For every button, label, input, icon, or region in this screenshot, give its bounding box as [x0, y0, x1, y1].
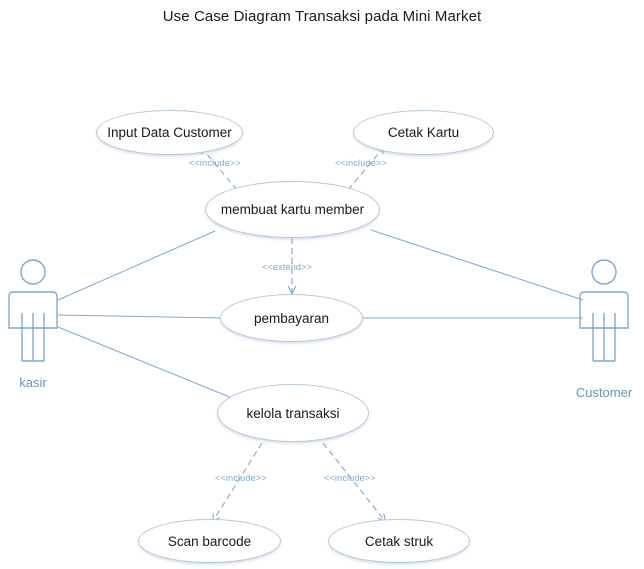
actor-kasir[interactable]: kasir: [3, 370, 63, 390]
use-case-input-data-customer[interactable]: Input Data Customer: [96, 110, 243, 155]
relation-label-extend-center: <<extend>>: [262, 262, 313, 272]
actor-figure-customer: [579, 259, 629, 362]
association-kasir-pembayaran: [57, 314, 221, 319]
include-kelola-transaksi-to-cetak-struk: [322, 442, 385, 521]
use-case-label: Cetak struk: [364, 533, 434, 549]
relation-label-include-left-top: <<include>>: [189, 158, 241, 168]
include-kelola-transaksi-to-scan-barcode: [213, 442, 263, 521]
association-customer-membuat-kartu-member: [370, 229, 584, 301]
use-case-membuat-kartu-member[interactable]: membuat kartu member: [205, 181, 380, 238]
use-case-label: pembayaran: [253, 310, 330, 326]
use-case-label: membuat kartu member: [220, 202, 365, 217]
use-case-cetak-kartu[interactable]: Cetak Kartu: [353, 110, 494, 155]
association-kasir-kelola-transaksi: [57, 326, 233, 399]
association-kasir-membuat-kartu-member: [57, 230, 216, 301]
relation-label-include-right-top: <<include>>: [335, 158, 387, 168]
include-membuat-kartu-member-to-input-data-customer: [201, 147, 238, 191]
relation-label-include-right-bottom: <<include>>: [324, 473, 376, 483]
actor-label-customer: Customer: [575, 385, 633, 400]
use-case-label: kelola transaksi: [246, 405, 340, 421]
use-case-label: Cetak Kartu: [387, 125, 460, 140]
relation-label-include-left-bottom: <<include>>: [215, 473, 267, 483]
include-membuat-kartu-member-to-cetak-kartu: [347, 147, 384, 191]
use-case-scan-barcode[interactable]: Scan barcode: [138, 519, 281, 563]
actor-customer[interactable]: Customer: [574, 380, 634, 400]
use-case-pembayaran[interactable]: pembayaran: [220, 294, 363, 342]
use-case-label: Input Data Customer: [107, 125, 232, 140]
use-case-kelola-transaksi[interactable]: kelola transaksi: [217, 384, 369, 442]
page-title: Use Case Diagram Transaksi pada Mini Mar…: [162, 8, 482, 25]
use-case-cetak-struk[interactable]: Cetak struk: [328, 519, 470, 563]
actor-label-kasir: kasir: [19, 375, 47, 390]
actor-figure-kasir: [8, 259, 58, 362]
use-case-label: Scan barcode: [167, 533, 252, 549]
